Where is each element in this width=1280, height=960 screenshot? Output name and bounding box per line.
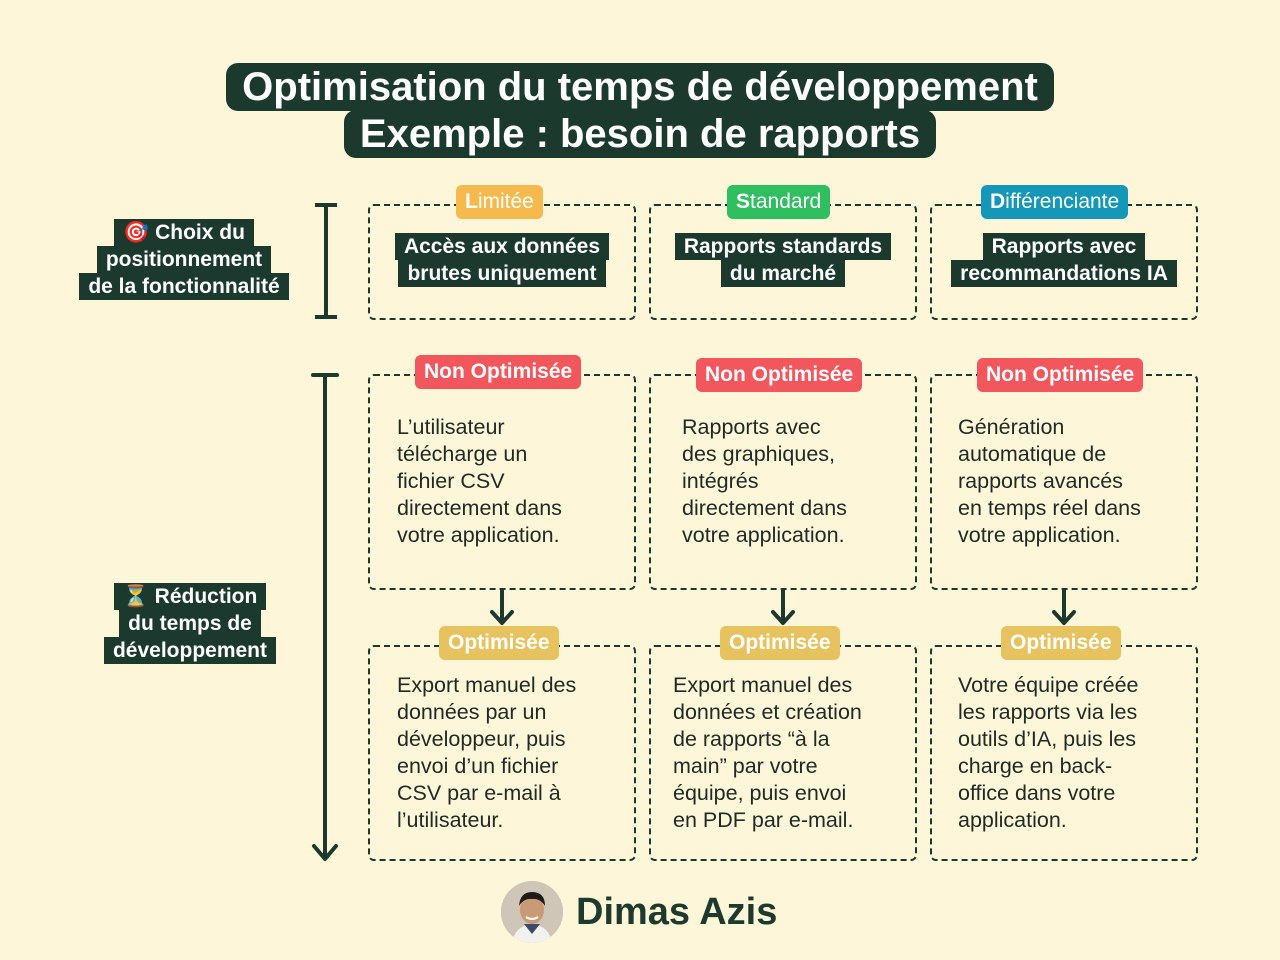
optimized-text: Export manuel des données par un dévelop…: [397, 672, 576, 834]
text-line: données et création: [673, 700, 862, 724]
text-line: de rapports “à la: [673, 727, 830, 751]
non-optimized-text: Génération automatique de rapports avanc…: [958, 414, 1141, 549]
level-initial: S: [736, 190, 751, 213]
reduction-label-line: développement: [103, 637, 277, 664]
reduction-label-line: ⏳ Réduction: [113, 583, 267, 610]
positioning-label-line: positionnement: [96, 246, 272, 273]
page-title: Optimisation du temps de développement: [226, 63, 1054, 111]
level-badge: Limitée: [456, 185, 543, 219]
title-line-1: Optimisation du temps de développement: [0, 63, 1280, 111]
down-arrow-icon: [771, 590, 795, 625]
level-initial: L: [465, 190, 478, 213]
avatar-icon: [501, 881, 563, 943]
text-line: fichier CSV: [397, 469, 505, 493]
text-line: équipe, puis envoi: [673, 781, 847, 805]
text-line: automatique de: [958, 442, 1107, 466]
text-line: votre application.: [682, 523, 845, 547]
text-line: les rapports via les: [958, 700, 1138, 724]
optimized-badge: Optimisée: [720, 626, 840, 660]
text-line: CSV par e-mail à: [397, 781, 561, 805]
text-line: rapports avancés: [958, 469, 1123, 493]
level-badge: Standard: [727, 185, 831, 219]
feature-label: Accès aux données brutes uniquement: [368, 233, 636, 287]
optimized-badge: Optimisée: [1001, 626, 1121, 660]
optimized-text: Votre équipe créée les rapports via les …: [958, 672, 1139, 834]
reduction-label-line: du temps de: [119, 610, 261, 637]
feature-label: Rapports standards du marché: [649, 233, 917, 287]
text-line: intégrés: [682, 469, 759, 493]
feature-line: du marché: [720, 260, 846, 287]
text-line: Génération: [958, 415, 1065, 439]
positioning-label-line: 🎯 Choix du: [114, 219, 254, 246]
non-optimized-badge: Non Optimisée: [977, 358, 1144, 392]
text-line: développeur, puis: [397, 727, 566, 751]
text-line: outils d’IA, puis les: [958, 727, 1137, 751]
text-line: directement dans: [682, 496, 847, 520]
non-optimized-text: Rapports avec des graphiques, intégrés d…: [682, 414, 847, 549]
title-line-2: Exemple : besoin de rapports: [0, 110, 1280, 158]
text-line: l’utilisateur.: [397, 808, 504, 832]
text-line: données par un: [397, 700, 547, 724]
level-badge: Différenciante: [981, 185, 1129, 219]
non-optimized-badge: Non Optimisée: [415, 355, 582, 389]
non-optimized-text: L’utilisateur télécharge un fichier CSV …: [397, 414, 562, 549]
avatar: [500, 880, 564, 944]
text-line: envoi d’un fichier: [397, 754, 559, 778]
text-line: L’utilisateur: [397, 415, 505, 439]
feature-line: Accès aux données: [394, 233, 610, 260]
down-arrow-icon: [490, 590, 514, 625]
reduction-label: ⏳ Réduction du temps de développement: [90, 583, 290, 664]
text-line: votre application.: [397, 523, 560, 547]
positioning-label-line: de la fonctionnalité: [79, 273, 289, 300]
text-line: Rapports avec: [682, 415, 821, 439]
level-initial: D: [990, 190, 1006, 213]
text-line: en temps réel dans: [958, 496, 1141, 520]
text-line: en PDF par e-mail.: [673, 808, 854, 832]
text-line: Votre équipe créée: [958, 673, 1139, 697]
text-line: directement dans: [397, 496, 562, 520]
page-subtitle: Exemple : besoin de rapports: [343, 110, 937, 158]
text-line: votre application.: [958, 523, 1121, 547]
non-optimized-badge: Non Optimisée: [696, 358, 863, 392]
feature-line: brutes uniquement: [398, 260, 606, 287]
text-line: main” par votre: [673, 754, 818, 778]
text-line: des graphiques,: [682, 442, 835, 466]
feature-line: recommandations IA: [951, 260, 1177, 287]
positioning-label: 🎯 Choix du positionnement de la fonction…: [66, 219, 302, 300]
level-rest: ifférenciante: [1005, 190, 1120, 213]
optimized-text: Export manuel des données et création de…: [673, 672, 862, 834]
down-arrow-icon: [1052, 590, 1076, 625]
level-rest: imitée: [477, 190, 534, 213]
level-rest: tandard: [750, 190, 822, 213]
text-line: charge en back-: [958, 754, 1113, 778]
feature-line: Rapports avec: [982, 233, 1146, 260]
text-line: télécharge un: [397, 442, 528, 466]
text-line: application.: [958, 808, 1067, 832]
reduction-arrow-icon: [311, 373, 339, 861]
text-line: office dans votre: [958, 781, 1116, 805]
author-name: Dimas Azis: [576, 891, 778, 933]
text-line: Export manuel des: [673, 673, 853, 697]
feature-label: Rapports avec recommandations IA: [930, 233, 1198, 287]
feature-line: Rapports standards: [674, 233, 892, 260]
optimized-badge: Optimisée: [439, 626, 559, 660]
text-line: Export manuel des: [397, 673, 577, 697]
